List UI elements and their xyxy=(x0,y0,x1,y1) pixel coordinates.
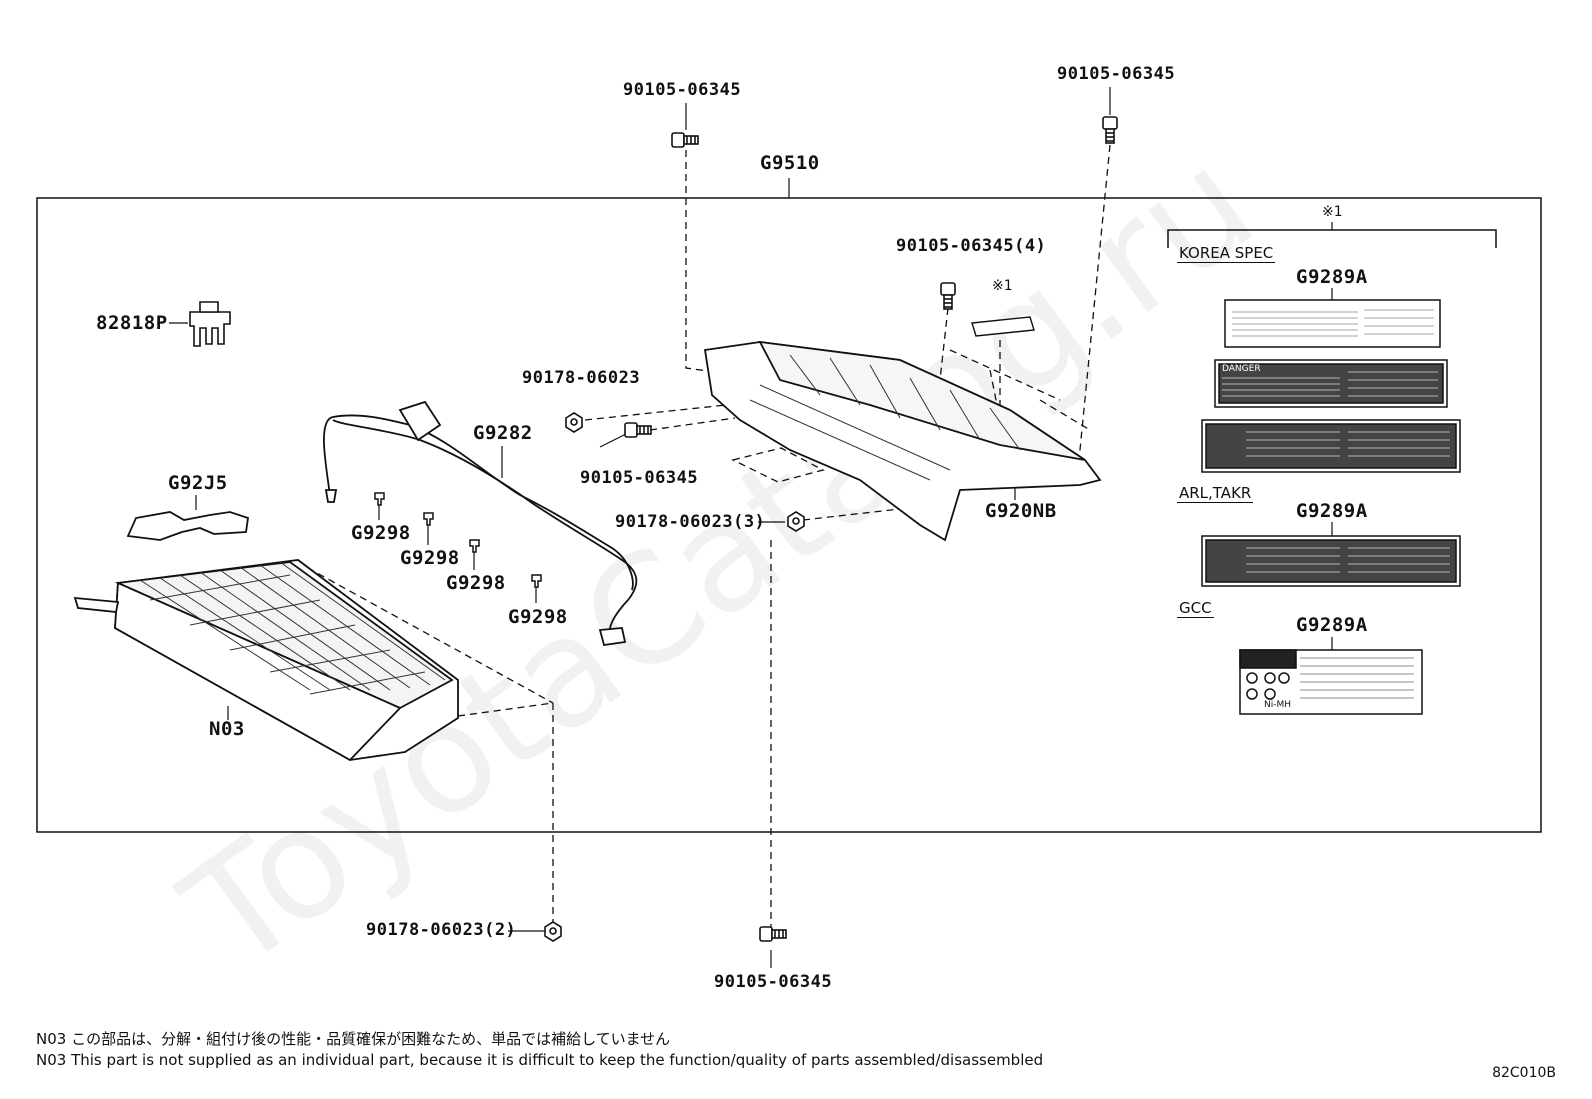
bolt-icon xyxy=(940,282,956,310)
part-label-bolt: 90105-06345 xyxy=(580,468,699,488)
caution-label-5 xyxy=(1239,649,1423,715)
bolt-icon xyxy=(1102,116,1118,144)
nimh-text: Ni-MH xyxy=(1264,700,1292,710)
part-label-harness: G9282 xyxy=(473,422,533,444)
label-part-number: G9289A xyxy=(1296,614,1368,636)
part-label-cover: G920NB xyxy=(985,500,1057,522)
spec-arl-takr: ARL,TAKR xyxy=(1177,484,1254,503)
part-label-nut: 90178-06023(2) xyxy=(366,920,517,940)
dashed-leaders xyxy=(296,144,1111,930)
bolt-icon xyxy=(624,422,652,438)
ref-mark: ※1 xyxy=(992,278,1013,294)
nut-icon xyxy=(544,412,805,942)
caution-label-3 xyxy=(1201,419,1461,473)
part-label-bracket: G92J5 xyxy=(168,472,228,494)
footnote-en: N03 This part is not supplied as an indi… xyxy=(36,1051,1044,1069)
part-label-clamp: 82818P xyxy=(96,312,168,334)
part-label-clip: G9298 xyxy=(351,522,411,544)
caution-label-4 xyxy=(1201,535,1461,587)
ref-mark: ※1 xyxy=(1322,204,1343,220)
assembly-label: G9510 xyxy=(760,152,820,174)
danger-text: DANGER xyxy=(1222,364,1261,374)
part-label-clip: G9298 xyxy=(400,547,460,569)
footnote-jp: N03 この部品は、分解・組付け後の性能・品質確保が困難なため、単品では補給して… xyxy=(36,1030,671,1048)
caution-label-1 xyxy=(1224,299,1441,348)
part-label-nut: 90178-06023(3) xyxy=(615,512,766,532)
part-label-nut: 90178-06023 xyxy=(522,368,641,388)
bolt-icon xyxy=(671,132,699,148)
cover-label-mark xyxy=(971,316,1035,337)
part-label-bolt: 90105-06345 xyxy=(623,80,742,100)
label-part-number: G9289A xyxy=(1296,266,1368,288)
part-label-clip: G9298 xyxy=(446,572,506,594)
part-label-clip: G9298 xyxy=(508,606,568,628)
part-label-bolt: 90105-06345 xyxy=(1057,64,1176,84)
spec-korea: KOREA SPEC xyxy=(1177,244,1276,263)
caution-label-2 xyxy=(1214,359,1448,408)
clip-icon xyxy=(374,492,542,588)
spec-gcc: GCC xyxy=(1177,599,1214,618)
upper-cover xyxy=(703,340,1102,542)
clamp-icon xyxy=(189,301,231,347)
bolt-icon xyxy=(759,926,787,942)
part-label-bolt: 90105-06345(4) xyxy=(896,236,1047,256)
battery-pack xyxy=(73,559,459,762)
wire-harness xyxy=(323,400,638,647)
part-label-battery: N03 xyxy=(209,718,245,740)
label-part-number: G9289A xyxy=(1296,500,1368,522)
part-label-bolt: 90105-06345 xyxy=(714,972,833,992)
diagram-code: 82C010B xyxy=(1492,1065,1556,1081)
bracket-part xyxy=(126,511,249,541)
